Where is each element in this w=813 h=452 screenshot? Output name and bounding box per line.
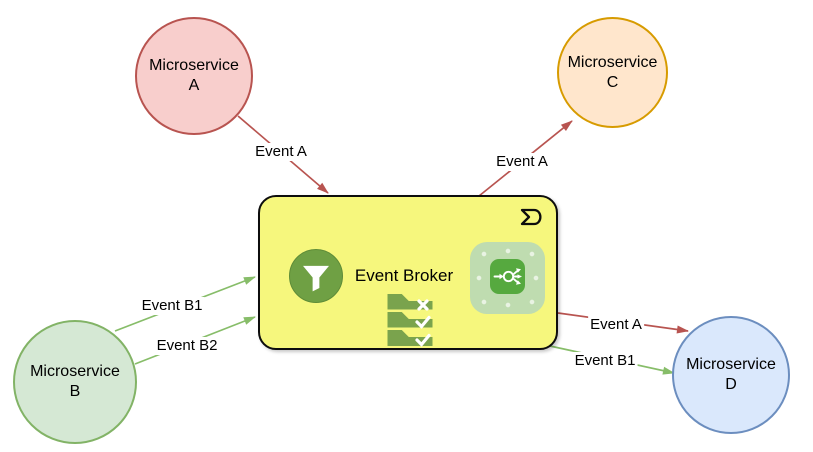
node-label-line1: Microservice [686,356,776,373]
node-label-line2: B [69,383,81,400]
edge-label-event-a-to-c: Event A [494,153,550,171]
edge-label-event-b2-in: Event B2 [154,337,220,355]
broker-label: Event Broker [354,266,454,285]
filter-icon [289,249,343,303]
node-label-line2: A [188,77,200,94]
edge-label-event-a-to-d: Event A [588,316,644,334]
edge-label-event-a-in: Event A [253,143,309,161]
edge-label-event-b1-to-d: Event B1 [572,352,638,370]
fanout-icon [470,242,545,314]
node-label-line2: C [606,73,619,91]
node-event-broker: Event Broker [258,195,558,350]
node-microservice-d: Microservice D [672,316,790,434]
node-microservice-a: Microservice A [135,17,253,135]
checklist-icon [387,293,434,347]
node-microservice-c: Microservice C [557,17,668,128]
node-microservice-b: Microservice B [13,320,137,444]
node-label-line1: Microservice [30,363,120,380]
node-label-line1: Microservice [149,57,239,74]
edge-label-event-b1-in: Event B1 [139,297,205,315]
node-label-line2: D [725,376,737,393]
sigma-icon [520,208,542,226]
fanout-icon-glyph [490,259,525,294]
node-label-line1: Microservice [567,53,658,71]
